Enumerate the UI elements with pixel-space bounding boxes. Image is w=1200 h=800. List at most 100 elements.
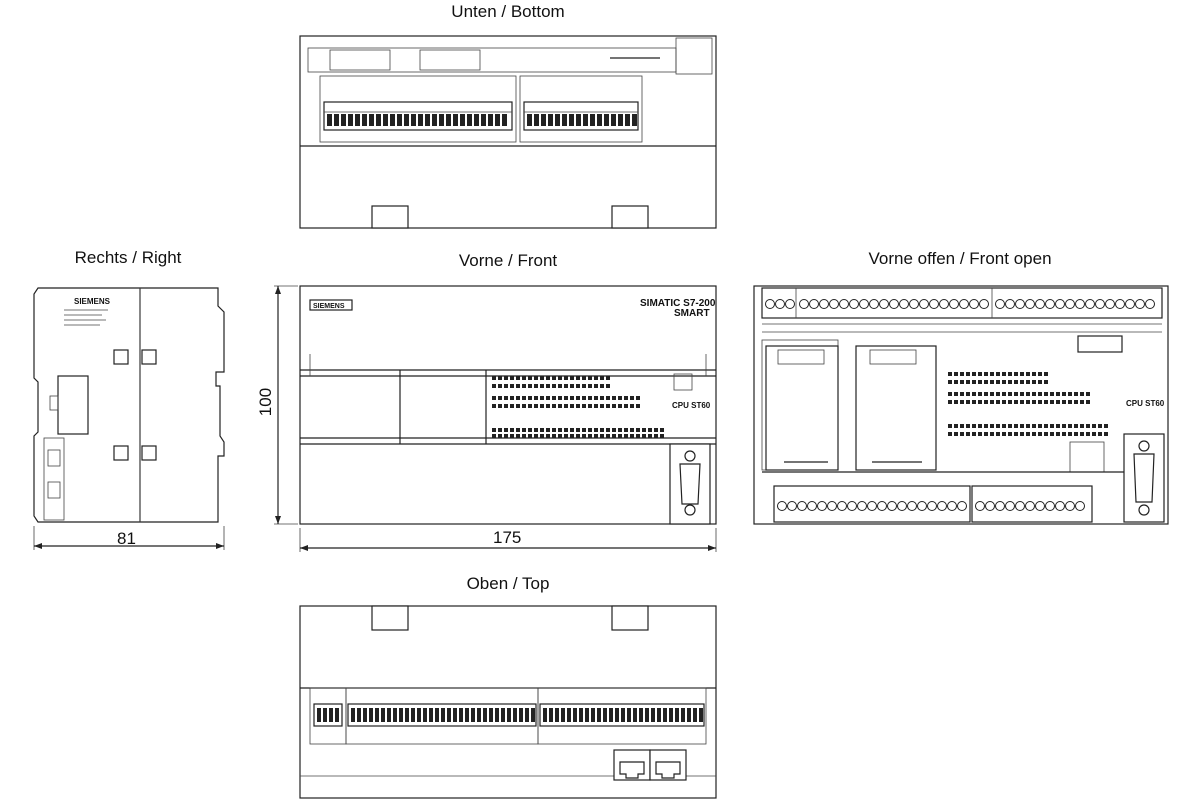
- status-led: [948, 380, 952, 384]
- status-led: [516, 384, 520, 388]
- status-led: [954, 372, 958, 376]
- status-led: [576, 384, 580, 388]
- status-led: [540, 434, 544, 438]
- terminal-pin: [399, 708, 403, 722]
- status-led: [510, 396, 514, 400]
- status-led: [1044, 424, 1048, 428]
- status-led: [990, 400, 994, 404]
- terminal-pin: [348, 114, 353, 126]
- top-ethernet-port-1: [613, 749, 651, 781]
- status-led: [576, 396, 580, 400]
- status-led: [1026, 380, 1030, 384]
- bottom-din-clip-right: [611, 205, 649, 229]
- status-led: [576, 434, 580, 438]
- status-led: [984, 380, 988, 384]
- terminal-screw: [1095, 299, 1105, 309]
- status-led: [996, 372, 1000, 376]
- terminal-screw: [839, 299, 849, 309]
- terminal-screw: [1005, 501, 1015, 511]
- status-led: [960, 380, 964, 384]
- terminal-pin: [369, 114, 374, 126]
- terminal-screw: [879, 299, 889, 309]
- terminal-screw: [859, 299, 869, 309]
- terminal-screw: [1015, 501, 1025, 511]
- status-led: [510, 384, 514, 388]
- status-led: [1032, 432, 1036, 436]
- status-led: [1002, 424, 1006, 428]
- status-led: [1074, 400, 1078, 404]
- status-led: [996, 424, 1000, 428]
- status-led: [516, 396, 520, 400]
- terminal-pin: [609, 708, 613, 722]
- terminal-pin: [618, 114, 623, 126]
- status-led: [1008, 432, 1012, 436]
- status-led: [648, 434, 652, 438]
- front-model-label: CPU ST60: [672, 401, 711, 410]
- status-led: [984, 432, 988, 436]
- status-led: [1086, 400, 1090, 404]
- status-led: [1008, 372, 1012, 376]
- status-led: [528, 384, 532, 388]
- status-led: [570, 428, 574, 432]
- terminal-screw: [869, 299, 879, 309]
- status-led: [1086, 432, 1090, 436]
- terminal-pin: [439, 114, 444, 126]
- terminal-screw: [777, 501, 787, 511]
- terminal-screw: [857, 501, 867, 511]
- terminal-screw: [969, 299, 979, 309]
- status-led: [594, 376, 598, 380]
- terminal-screw: [867, 501, 877, 511]
- status-led: [1080, 400, 1084, 404]
- terminal-pin: [351, 708, 355, 722]
- terminal-pin: [317, 708, 321, 722]
- terminal-screw: [1025, 299, 1035, 309]
- terminal-screw: [1035, 299, 1045, 309]
- terminal-screw: [847, 501, 857, 511]
- status-led: [1032, 400, 1036, 404]
- status-led: [570, 434, 574, 438]
- status-led: [1080, 392, 1084, 396]
- status-led: [996, 392, 1000, 396]
- terminal-pin: [467, 114, 472, 126]
- terminal-screw: [1075, 299, 1085, 309]
- depth-dimension-label: 81: [117, 529, 136, 548]
- status-led: [1056, 392, 1060, 396]
- status-led: [1062, 424, 1066, 428]
- status-led: [606, 384, 610, 388]
- terminal-pin: [567, 708, 571, 722]
- status-led: [1044, 400, 1048, 404]
- terminal-pin: [397, 114, 402, 126]
- status-led: [1062, 400, 1066, 404]
- status-led: [498, 404, 502, 408]
- terminal-screw: [1115, 299, 1125, 309]
- status-led: [630, 428, 634, 432]
- status-led: [1026, 400, 1030, 404]
- terminal-pin: [585, 708, 589, 722]
- status-led: [498, 396, 502, 400]
- status-led: [612, 434, 616, 438]
- terminal-pin: [411, 114, 416, 126]
- status-led: [570, 384, 574, 388]
- status-led: [1044, 372, 1048, 376]
- status-led: [516, 428, 520, 432]
- status-led: [636, 434, 640, 438]
- terminal-screw: [897, 501, 907, 511]
- status-led: [1020, 392, 1024, 396]
- status-led: [534, 384, 538, 388]
- status-led: [1038, 400, 1042, 404]
- terminal-screw: [1125, 299, 1135, 309]
- terminal-pin: [681, 708, 685, 722]
- status-led: [522, 376, 526, 380]
- status-led: [546, 434, 550, 438]
- terminal-pin: [335, 708, 339, 722]
- status-led: [972, 424, 976, 428]
- status-led: [1008, 424, 1012, 428]
- status-led: [966, 392, 970, 396]
- terminal-pin: [376, 114, 381, 126]
- terminal-screw: [939, 299, 949, 309]
- terminal-pin: [531, 708, 535, 722]
- status-led: [558, 396, 562, 400]
- status-led: [1092, 424, 1096, 428]
- status-led: [582, 404, 586, 408]
- terminal-pin: [465, 708, 469, 722]
